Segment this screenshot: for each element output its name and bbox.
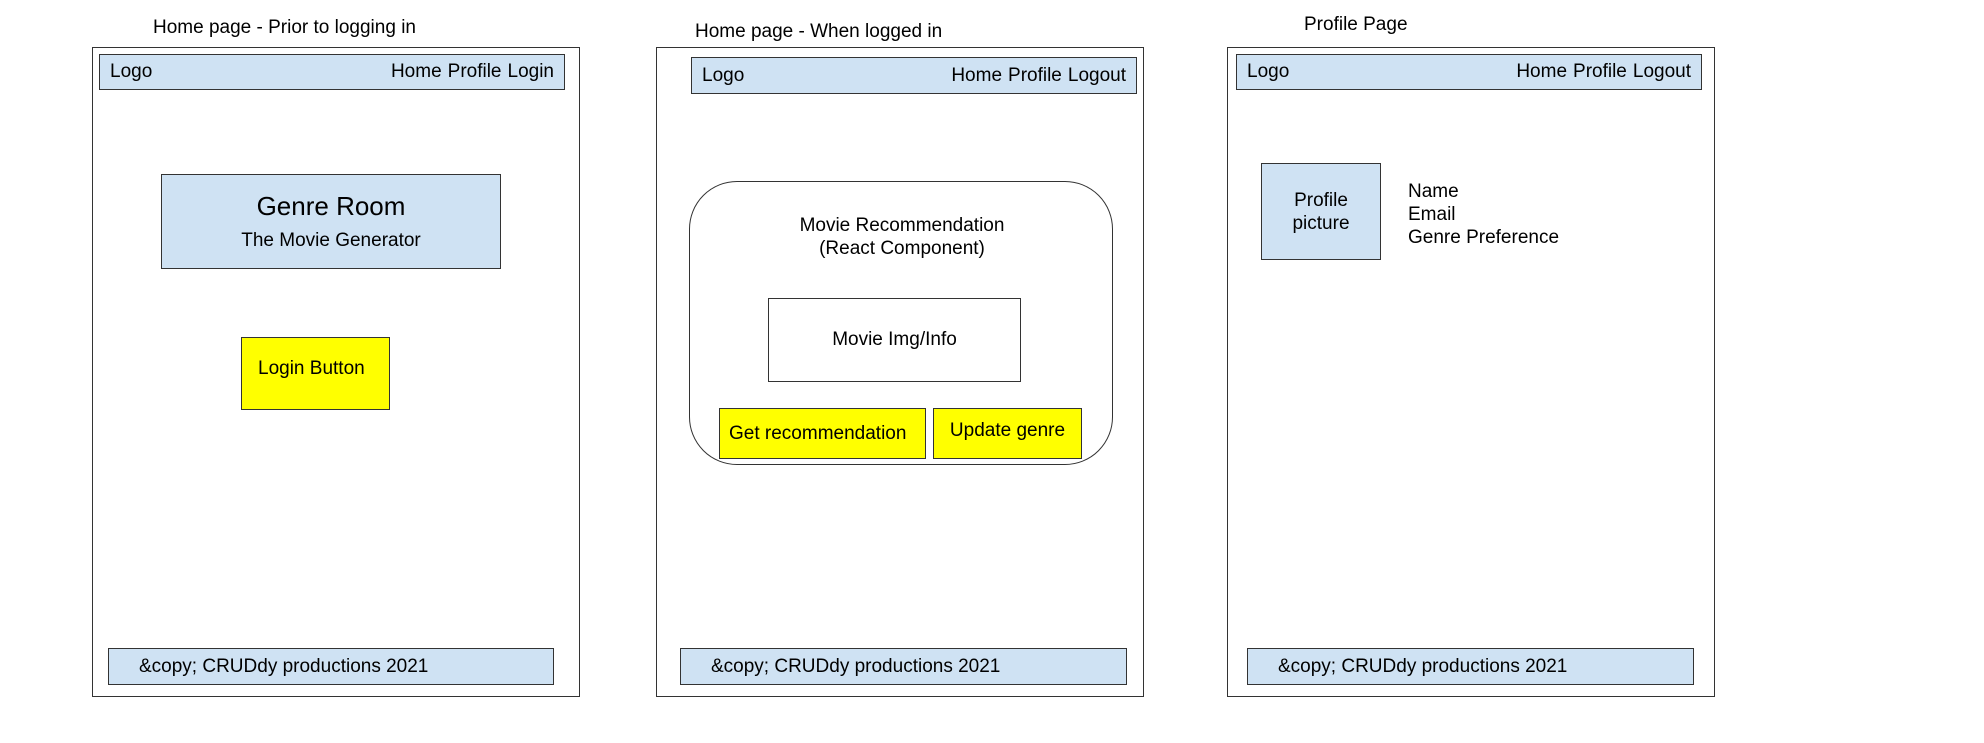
login-button-label: Login Button	[258, 358, 365, 379]
footer-text: &copy; CRUDdy productions 2021	[711, 655, 1001, 677]
profile-field-name: Name	[1408, 181, 1459, 202]
get-recommendation-button[interactable]: Get recommendation	[719, 408, 926, 459]
nav-link-home[interactable]: Home	[951, 64, 1003, 86]
nav-logo[interactable]: Logo	[110, 61, 153, 82]
nav-link-profile[interactable]: Profile	[1573, 61, 1627, 82]
profile-picture: Profile picture	[1261, 163, 1381, 260]
panel1-footer: &copy; CRUDdy productions 2021	[108, 648, 554, 685]
hero-banner: Genre Room The Movie Generator	[161, 174, 501, 269]
panel2-title: Home page - When logged in	[695, 21, 943, 42]
panel2-footer: &copy; CRUDdy productions 2021	[680, 648, 1127, 685]
footer-text: &copy; CRUDdy productions 2021	[139, 655, 429, 677]
profile-field-genre-preference: Genre Preference	[1408, 227, 1560, 248]
nav-link-profile[interactable]: Profile	[447, 61, 502, 82]
panel2-navbar: Logo Home Profile Logout	[691, 57, 1137, 94]
footer-text: &copy; CRUDdy productions 2021	[1278, 655, 1568, 677]
nav-logo[interactable]: Logo	[702, 64, 745, 86]
panel1-title: Home page - Prior to logging in	[153, 17, 416, 38]
component-title-line1: Movie Recommendation	[799, 215, 1005, 236]
panel3-title: Profile Page	[1304, 14, 1408, 35]
get-recommendation-label: Get recommendation	[729, 422, 907, 444]
profile-picture-line1: Profile	[1294, 189, 1348, 211]
hero-heading: Genre Room	[256, 191, 406, 221]
movie-info-box: Movie Img/Info	[768, 298, 1021, 382]
panel3-footer: &copy; CRUDdy productions 2021	[1247, 648, 1694, 685]
update-genre-label: Update genre	[949, 420, 1066, 441]
panel1-frame: Logo Home Profile Login Genre Room The M…	[92, 47, 580, 697]
nav-logo[interactable]: Logo	[1247, 61, 1290, 82]
nav-link-logout[interactable]: Logout	[1632, 61, 1691, 82]
profile-fields: Name Email Genre Preference	[1408, 180, 1559, 249]
component-title: Movie Recommendation (React Component)	[690, 214, 1114, 260]
login-button[interactable]: Login Button	[241, 337, 390, 410]
update-genre-button[interactable]: Update genre	[933, 408, 1082, 459]
component-title-line2: (React Component)	[819, 238, 985, 259]
nav-link-profile[interactable]: Profile	[1008, 64, 1062, 86]
nav-link-home[interactable]: Home	[390, 61, 442, 82]
profile-picture-line2: picture	[1292, 212, 1350, 234]
panel3-frame: Logo Home Profile Logout Profile picture…	[1227, 47, 1715, 697]
nav-link-logout[interactable]: Logout	[1067, 64, 1126, 86]
movie-info-label: Movie Img/Info	[832, 329, 957, 350]
movie-recommendation-component: Movie Recommendation (React Component) M…	[689, 181, 1113, 465]
nav-link-home[interactable]: Home	[1516, 61, 1568, 82]
nav-link-login[interactable]: Login	[507, 61, 555, 82]
panel1-navbar: Logo Home Profile Login	[99, 54, 565, 90]
hero-subheading: The Movie Generator	[241, 230, 421, 251]
profile-field-email: Email	[1408, 204, 1456, 225]
panel2-frame: Logo Home Profile Logout Movie Recommend…	[656, 47, 1144, 697]
panel3-navbar: Logo Home Profile Logout	[1236, 54, 1702, 90]
